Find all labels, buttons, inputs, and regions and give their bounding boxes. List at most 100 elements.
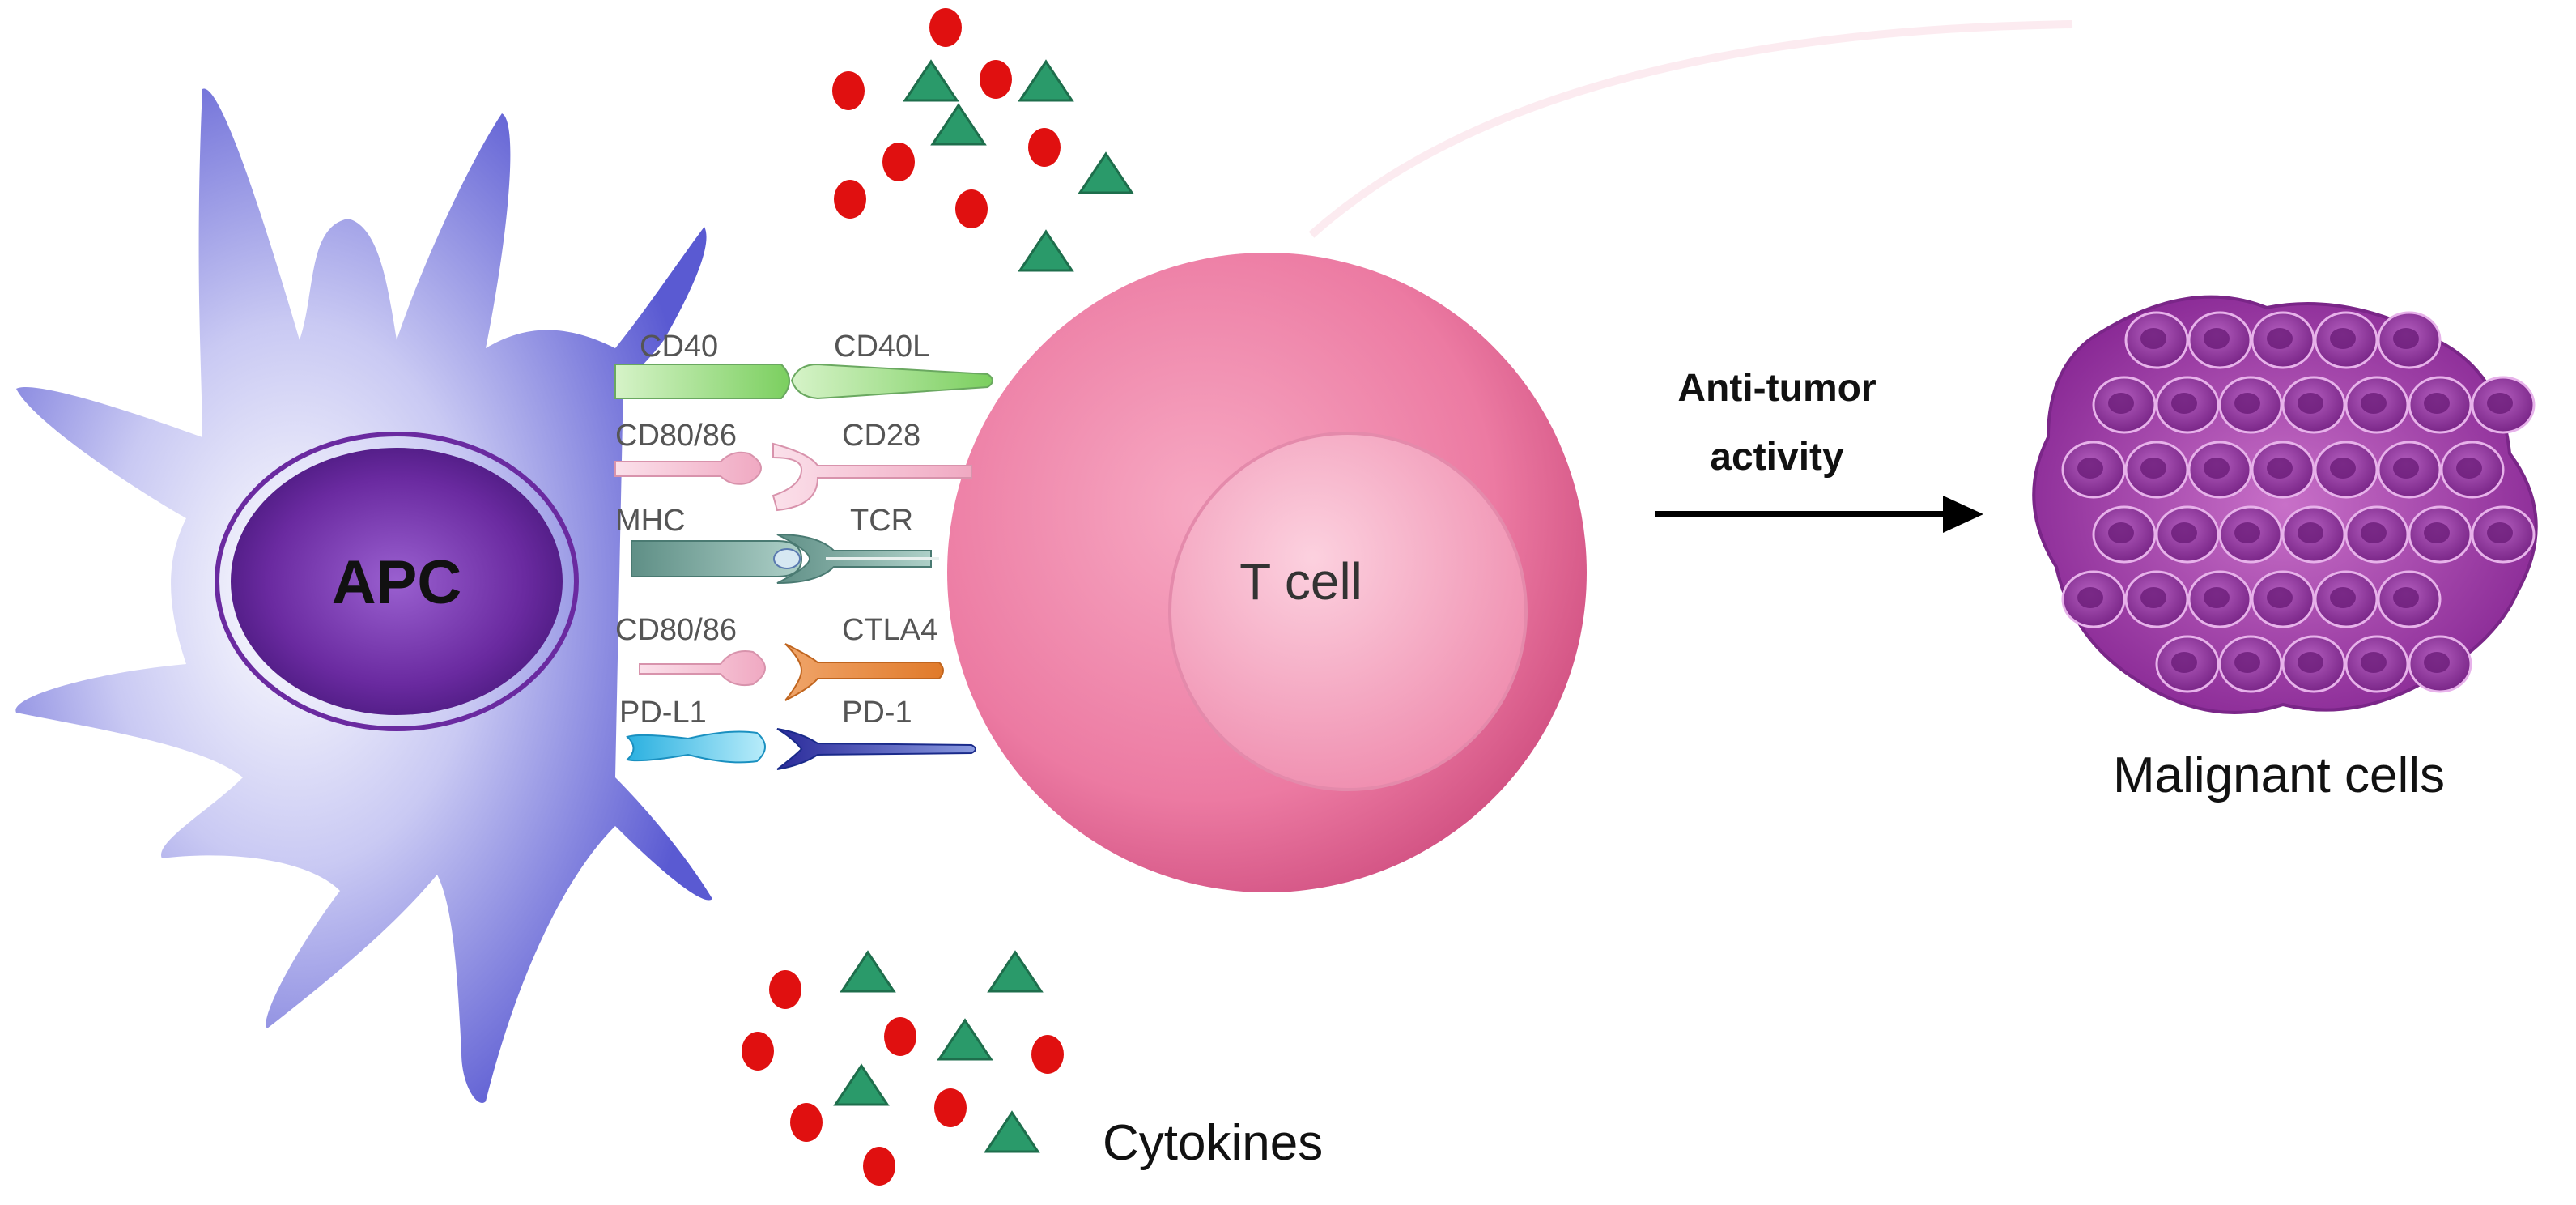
pair-2-apc-label: CD80/86 — [615, 419, 737, 453]
cytokines-top — [832, 8, 1134, 272]
tumor-cell-nucleus — [2298, 393, 2323, 414]
tumor-cell-nucleus — [2330, 328, 2356, 349]
cytokine-dot — [769, 970, 801, 1009]
tumor-cell-nucleus — [2204, 458, 2230, 479]
arrow-label-line1: Anti-tumor — [1677, 367, 1876, 410]
tumor-cell-nucleus — [2171, 652, 2197, 673]
tumor-cell-nucleus — [2361, 652, 2387, 673]
apc-label: APC — [332, 548, 461, 617]
tumor-cell-nucleus — [2298, 652, 2323, 673]
tumor-cell-nucleus — [2424, 652, 2450, 673]
cytokine-triangle — [930, 103, 987, 146]
tumor-cell-nucleus — [2330, 458, 2356, 479]
tumor-cell-nucleus — [2140, 458, 2166, 479]
cytokine-dot — [934, 1088, 967, 1127]
tumor-cell-nucleus — [2234, 522, 2260, 543]
pd1-shape — [776, 728, 976, 770]
cytokine-dot — [742, 1032, 774, 1071]
tumor-cell-nucleus — [2140, 328, 2166, 349]
cytokine-dot — [929, 8, 962, 47]
receptor-pair-tcr: MHC TCR — [615, 504, 939, 584]
tumor-cell-nucleus — [2171, 393, 2197, 414]
tumor-cell-nucleus — [2108, 522, 2134, 543]
t-cell-nucleus — [1168, 432, 1528, 791]
tumor-cell-nucleus — [2204, 587, 2230, 608]
tumor-cell-nucleus — [2330, 587, 2356, 608]
cytokine-triangle — [987, 950, 1044, 993]
cytokines-label: Cytokines — [1103, 1115, 1323, 1171]
cd80-shape-2 — [639, 650, 766, 687]
cytokine-triangle — [1018, 229, 1074, 272]
cytokine-triangle — [833, 1063, 890, 1106]
tumor-cell-nucleus — [2393, 587, 2419, 608]
cytokine-dot — [980, 60, 1012, 99]
tumor-cell-nucleus — [2108, 393, 2134, 414]
cytokine-triangle — [937, 1018, 993, 1061]
cytokine-dot — [955, 189, 988, 228]
tumor-cell-nucleus — [2487, 522, 2513, 543]
pair-3-t-label: TCR — [850, 504, 913, 538]
tumor-cell-nucleus — [2204, 328, 2230, 349]
arrow-label-line2: activity — [1710, 436, 1844, 479]
tumor-cell-nucleus — [2424, 522, 2450, 543]
background-streak — [1308, 20, 2073, 238]
pdl1-shape — [625, 730, 766, 764]
tumor-cell-nucleus — [2487, 393, 2513, 414]
tumor-cell-nucleus — [2234, 393, 2260, 414]
pair-4-t-label: CTLA4 — [842, 613, 937, 647]
pair-5-t-label: PD-1 — [842, 696, 912, 730]
receptor-pair-ctla4: CD80/86 CTLA4 — [615, 613, 944, 701]
pair-3-apc-label: MHC — [615, 504, 686, 538]
antigen-peptide — [773, 548, 801, 569]
tumor-cell-nucleus — [2171, 522, 2197, 543]
cytokine-dot — [790, 1103, 823, 1142]
receptor-pair-cd40: CD40 CD40L — [614, 330, 993, 400]
tumor-cell-nucleus — [2456, 458, 2482, 479]
cytokines-bottom — [742, 950, 1064, 1186]
ctla4-shape — [784, 643, 944, 701]
cd80-shape — [614, 451, 762, 485]
pair-5-apc-label: PD-L1 — [619, 696, 707, 730]
tumor-cell-nucleus — [2077, 587, 2103, 608]
cytokine-dot — [884, 1017, 916, 1056]
tumor-cell-nucleus — [2267, 587, 2293, 608]
apc-nucleus-core — [231, 448, 563, 715]
pair-4-apc-label: CD80/86 — [615, 613, 737, 647]
cytokine-triangle — [984, 1110, 1040, 1153]
tumor-cell-nucleus — [2361, 393, 2387, 414]
cd40l-receptor-shape — [790, 363, 993, 400]
tumor-cell-nucleus — [2393, 458, 2419, 479]
receptor-pair-pd1: PD-L1 PD-1 — [619, 696, 976, 770]
cytokine-dot — [882, 143, 915, 181]
t-cell-label: T cell — [1239, 552, 1362, 611]
cytokine-dot — [834, 180, 866, 219]
tumor-cell-nucleus — [2361, 522, 2387, 543]
cd28-shape — [772, 442, 972, 512]
pair-2-t-label: CD28 — [842, 419, 920, 453]
anti-tumor-arrow: Anti-tumor activity — [1655, 367, 1983, 533]
tumor-cell-nucleus — [2267, 328, 2293, 349]
mhc-shape — [631, 540, 803, 577]
tumor-cells — [2061, 311, 2536, 693]
cytokine-triangle — [1078, 151, 1134, 194]
tumor-cell-nucleus — [2267, 458, 2293, 479]
cytokine-triangle — [1018, 59, 1074, 102]
tumor-cell-nucleus — [2234, 652, 2260, 673]
malignant-cells-label: Malignant cells — [2113, 747, 2445, 803]
tumor-cell-nucleus — [2424, 393, 2450, 414]
tumor-cell-nucleus — [2077, 458, 2103, 479]
apc-nucleus — [215, 432, 579, 731]
cytokine-dot — [832, 71, 865, 110]
cd40-ligand-shape — [614, 364, 790, 399]
cytokine-dot — [863, 1147, 895, 1186]
tumor-cell-nucleus — [2140, 587, 2166, 608]
cytokine-dot — [1031, 1035, 1064, 1074]
cytokine-triangle — [903, 59, 959, 102]
cytokine-triangle — [840, 950, 896, 993]
cytokine-dot — [1028, 128, 1061, 167]
arrow-head — [1943, 496, 1983, 533]
malignant-cells-cluster — [2032, 295, 2538, 714]
receptor-pair-cd28: CD80/86 CD28 — [614, 419, 972, 512]
